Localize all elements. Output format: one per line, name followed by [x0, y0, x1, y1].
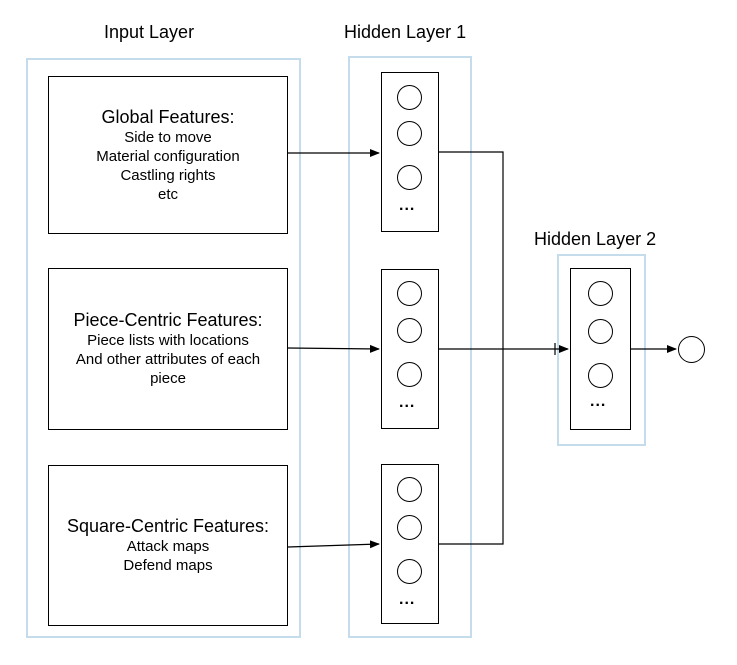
ellipsis: ...: [399, 591, 416, 608]
neuron-circle: [588, 281, 613, 306]
neuron-circle: [397, 477, 422, 502]
input-layer-title: Input Layer: [104, 22, 195, 42]
neuron-circle: [397, 165, 422, 190]
output-neuron: [678, 336, 705, 363]
arrow-square-to-h1: [287, 540, 380, 549]
neuron-circle: [397, 318, 422, 343]
neuron-circle: [397, 85, 422, 110]
neuron-circle: [397, 121, 422, 146]
hidden-layer-2-frame: [557, 254, 646, 446]
neuron-circle: [397, 281, 422, 306]
hidden1-unit-group-3: ...: [381, 464, 439, 624]
piece-centric-features-box: Piece-Centric Features: Piece lists with…: [48, 268, 288, 430]
feature-line: And other attributes of each: [75, 351, 261, 368]
feature-line: Defend maps: [123, 557, 213, 574]
ellipsis: ...: [399, 394, 416, 411]
neuron-circle: [588, 319, 613, 344]
neuron-circle: [397, 559, 422, 584]
piece-centric-features-title: Piece-Centric Features:: [73, 310, 263, 330]
ellipsis: ...: [590, 393, 607, 410]
arrow-piece-to-h1: [287, 344, 380, 353]
feature-line: Attack maps: [126, 538, 210, 555]
neuron-circle: [397, 515, 422, 540]
feature-line: Castling rights: [120, 166, 216, 184]
hidden-layer-1-title: Hidden Layer 1: [344, 22, 467, 42]
hidden-layer-1-frame: [348, 56, 472, 638]
global-features-title: Global Features:: [101, 106, 235, 127]
feature-line: piece: [150, 370, 186, 387]
square-centric-features-title: Square-Centric Features:: [66, 516, 270, 536]
feature-line: Piece lists with locations: [87, 332, 249, 349]
neuron-circle: [588, 363, 613, 388]
hidden2-unit-group: ...: [570, 268, 631, 430]
hidden1-unit-group-2: ...: [381, 269, 439, 429]
square-centric-features-box: Square-Centric Features: Attack maps Def…: [48, 465, 288, 626]
hidden-layer-2-title: Hidden Layer 2: [534, 229, 657, 249]
ellipsis: ...: [399, 197, 416, 214]
global-features-box: Global Features: Side to move Material c…: [48, 76, 288, 234]
hidden1-unit-group-1: ...: [381, 72, 439, 232]
bus-line: [439, 151, 504, 545]
neuron-circle: [397, 362, 422, 387]
feature-line: etc: [157, 185, 178, 203]
feature-line: Material configuration: [96, 147, 240, 165]
feature-line: Side to move: [124, 128, 212, 146]
